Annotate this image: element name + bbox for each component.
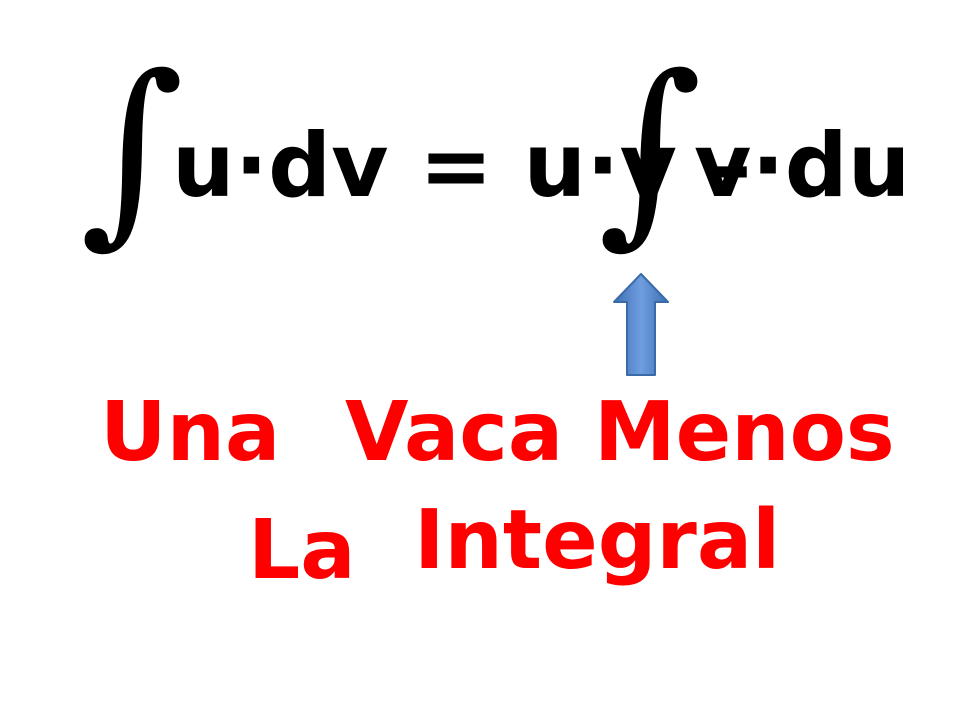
formula-right-side: v·du	[694, 114, 911, 217]
mnemonic-word-la: La	[248, 503, 356, 598]
integral-sign-left: ∫	[80, 33, 185, 266]
formula-left-side: u·dv = u·v –	[172, 114, 752, 217]
up-arrow-icon	[613, 273, 669, 376]
mnemonic-word-menos: Menos	[594, 385, 895, 480]
mnemonic-word-integral: Integral	[414, 493, 781, 588]
mnemonic-word-vaca: Vaca	[345, 385, 564, 480]
mnemonic-word-una: Una	[100, 385, 281, 480]
arrow-shape	[613, 273, 669, 376]
integral-sign-right: ∫	[598, 33, 703, 266]
